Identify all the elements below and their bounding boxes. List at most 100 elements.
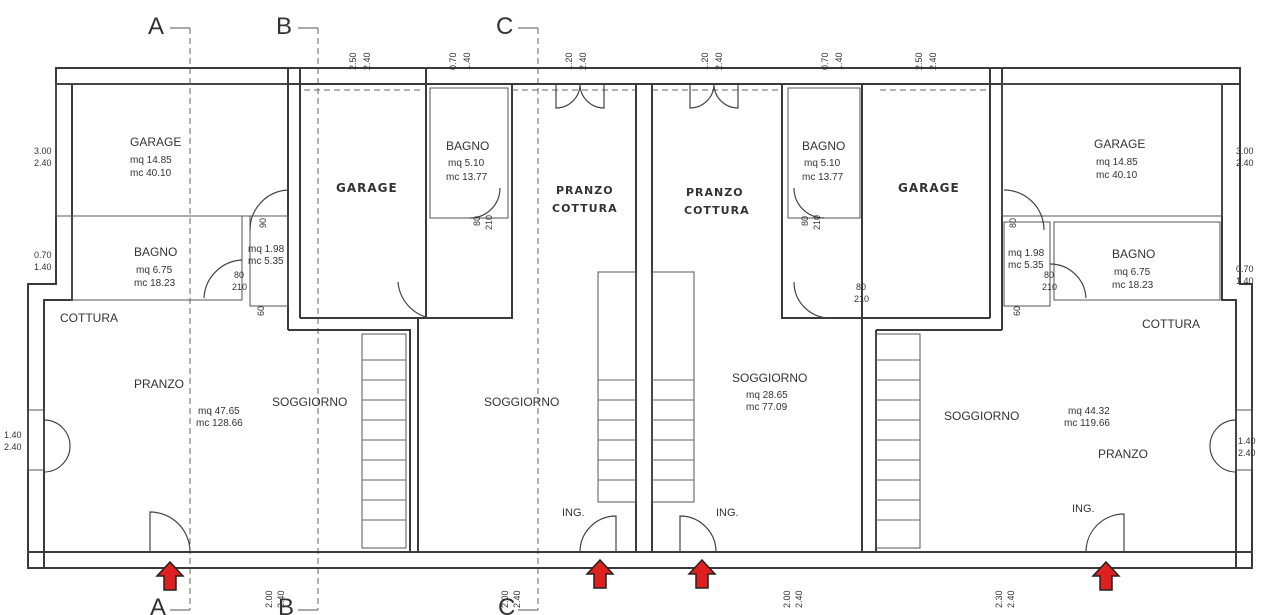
dim-door-7a: 80: [1044, 270, 1054, 280]
dim-garage-right-h: 3.00: [1236, 146, 1254, 156]
room-label-bagno-c1: BAGNO: [446, 139, 489, 153]
dim-door-5b: 210: [812, 215, 822, 230]
dim-door-6a: 80: [856, 282, 866, 292]
dim-top-d-2: 2.40: [578, 52, 588, 70]
dim-door-6b: 210: [854, 294, 869, 304]
dim-top-f-2: 1.40: [834, 52, 844, 70]
room-label-bagno-left: BAGNO: [134, 245, 177, 259]
room-label-pranzo-c2: PRANZO: [686, 186, 744, 199]
section-mark-b-top: B: [276, 13, 292, 40]
room-label-garage-left: GARAGE: [130, 135, 181, 149]
dim-top-d-1: 1.20: [564, 52, 574, 70]
dim-bottom-4b: 2.40: [1006, 590, 1016, 608]
room-label-soggiorno-c1: SOGGIORNO: [484, 395, 559, 409]
area-garage-right-mq: mq 14.85: [1096, 157, 1138, 168]
dim-door-5a: 80: [800, 216, 810, 226]
dim-door-7b: 210: [1042, 282, 1057, 292]
dim-bottom-1b: 2.40: [276, 590, 286, 608]
area-garage-left-mq: mq 14.85: [130, 155, 172, 166]
dim-bagno-left-w: 1.40: [34, 262, 52, 272]
dim-top-c-1: 0.70: [448, 52, 458, 70]
doors: [43, 83, 1237, 553]
dim-win-left-h: 1.40: [4, 430, 22, 440]
room-label-bagno-right: BAGNO: [1112, 247, 1155, 261]
dim-bottom-3a: 2.00: [782, 590, 792, 608]
section-mark-c-bottom: C: [498, 594, 515, 615]
area-bagno-c1-mc: mc 13.77: [446, 172, 488, 183]
room-label-cottura-c1: COTTURA: [552, 202, 618, 215]
dim-bottom-2b: 2.40: [512, 590, 522, 608]
area-bagno-left-mc: mc 18.23: [134, 278, 176, 289]
dim-bagno-left-h: 0.70: [34, 250, 52, 260]
dim-top-g-2: 2.40: [928, 52, 938, 70]
entrance-arrow-3: [687, 558, 717, 589]
dim-top-g-1: 2.50: [914, 52, 924, 70]
dim-bagno-right-h: 0.70: [1236, 264, 1254, 274]
section-mark-b-bottom: B: [278, 594, 294, 615]
room-label-garage-b: GARAGE: [336, 181, 398, 195]
room-label-bagno-c2: BAGNO: [802, 139, 845, 153]
dim-door-8a: 80: [1008, 218, 1018, 228]
area-bagno-right-mc: mc 18.23: [1112, 280, 1154, 291]
section-mark-a-top: A: [148, 13, 164, 40]
dim-bottom-1a: 2.00: [264, 590, 274, 608]
area-bagno-c1-mq: mq 5.10: [448, 158, 485, 169]
area-main-right-mq: mq 44.32: [1068, 406, 1110, 417]
area-garage-left-mc: mc 40.10: [130, 168, 172, 179]
section-mark-a-bottom: A: [150, 594, 166, 615]
room-label-soggiorno-left: SOGGIORNO: [272, 395, 347, 409]
room-label-cottura-c2: COTTURA: [684, 204, 750, 217]
entrance-arrow-1: [155, 560, 185, 591]
stairs-center-right: [651, 271, 695, 503]
area-bagno-right-mq: mq 6.75: [1114, 267, 1151, 278]
dim-win-left-w: 2.40: [4, 442, 22, 452]
dim-bottom-3b: 2.40: [794, 590, 804, 608]
dim-top-f-1: 0.70: [820, 52, 830, 70]
dim-bottom-2a: 2.00: [500, 590, 510, 608]
dim-door-9a: 60: [1012, 306, 1022, 316]
dim-garage-right-w: 2.40: [1236, 158, 1254, 168]
dim-bagno-right-w: 1.40: [1236, 276, 1254, 286]
entrance-arrow-2: [585, 558, 615, 589]
area-sog-c2-mc: mc 77.09: [746, 402, 788, 413]
stairs-right: [875, 333, 921, 549]
room-label-garage-e: GARAGE: [898, 181, 960, 195]
area-main-left-mc: mc 128.66: [196, 418, 243, 429]
room-label-garage-right: GARAGE: [1094, 137, 1145, 151]
dim-top-b-2: 2.40: [362, 52, 372, 70]
room-label-cottura-right: COTTURA: [1142, 317, 1200, 331]
dim-top-e-2: 2.40: [714, 52, 724, 70]
area-sog-c2-mq: mq 28.65: [746, 390, 788, 401]
stairs-left: [361, 333, 407, 549]
dim-door-1a: 80: [234, 270, 244, 280]
room-label-soggiorno-right: SOGGIORNO: [944, 409, 1019, 423]
walls: [27, 67, 1253, 569]
dim-door-2a: 90: [258, 218, 268, 228]
dim-bottom-4a: 2.30: [994, 590, 1004, 608]
dim-door-4b: 210: [484, 215, 494, 230]
dim-door-1b: 210: [232, 282, 247, 292]
dim-door-4a: 80: [472, 216, 482, 226]
area-dis-left-mq: mq 1.98: [248, 244, 285, 255]
area-bagno-left-mq: mq 6.75: [136, 265, 173, 276]
dim-top-b-1: 2.50: [348, 52, 358, 70]
dim-win-right-w: 2.40: [1238, 448, 1256, 458]
dim-door-3a: 60: [256, 306, 266, 316]
dim-top-c-2: 1.40: [462, 52, 472, 70]
room-label-ing-c2: ING.: [716, 507, 739, 519]
dim-top-e-1: 1.20: [700, 52, 710, 70]
dim-garage-left-w: 2.40: [34, 158, 52, 168]
room-label-soggiorno-c2: SOGGIORNO: [732, 371, 807, 385]
entrance-arrow-4: [1091, 560, 1121, 591]
area-dis-right-mc: mc 5.35: [1008, 260, 1044, 271]
section-mark-c-top: C: [496, 13, 513, 40]
area-main-left-mq: mq 47.65: [198, 406, 240, 417]
room-label-ing-c1: ING.: [562, 507, 585, 519]
dim-win-right-h: 1.40: [1238, 436, 1256, 446]
area-garage-right-mc: mc 40.10: [1096, 170, 1138, 181]
area-main-right-mc: mc 119.66: [1064, 418, 1110, 429]
area-dis-right-mq: mq 1.98: [1008, 248, 1045, 259]
room-label-pranzo-left: PRANZO: [134, 377, 184, 391]
room-label-cottura-left: COTTURA: [60, 311, 118, 325]
